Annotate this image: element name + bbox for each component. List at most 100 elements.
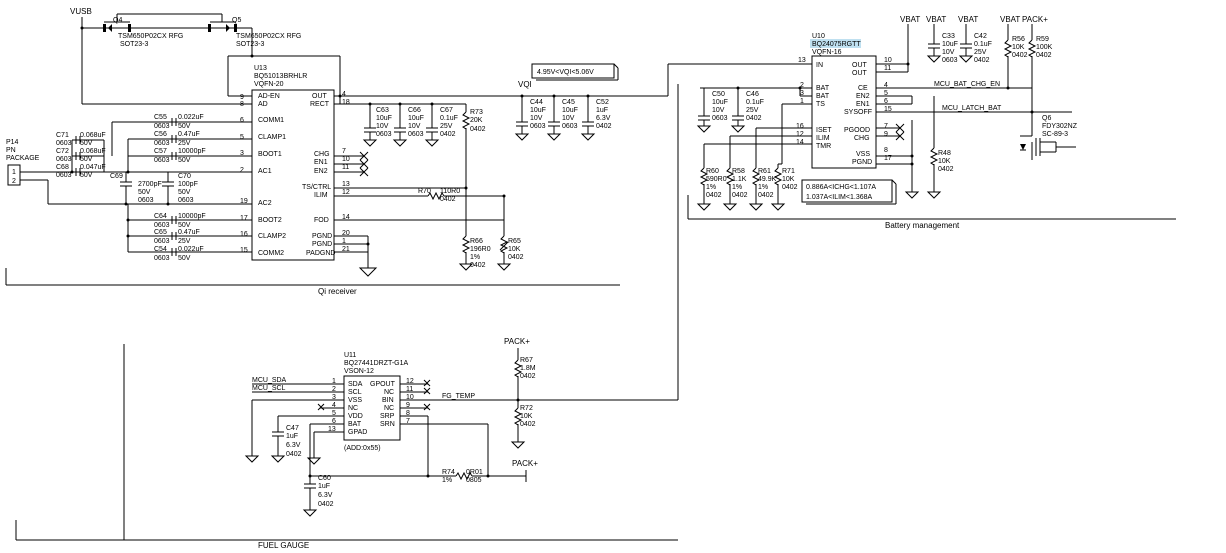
vbat-label-3: VBAT [958, 15, 978, 24]
schematic-label: PGND [312, 241, 332, 248]
schematic-label: 0402 [470, 262, 486, 269]
schematic-label: 10uF [562, 107, 578, 114]
schematic-label: 5 [332, 410, 336, 417]
schematic-label: R48 [938, 150, 951, 157]
schematic-label: R71 [782, 168, 795, 175]
schematic-label: 10V [408, 123, 421, 130]
schematic-label: 10K [1012, 44, 1025, 51]
fuel-gauge-frame: FUEL GAUGE [15, 520, 678, 550]
pack-plus-label-3: PACK+ [512, 459, 538, 468]
schematic-label: C70 [178, 173, 191, 180]
schematic-label: 0402 [470, 126, 486, 133]
schematic-label: SYSOFF [844, 109, 872, 116]
schematic-label: 7 [406, 418, 410, 425]
schematic-label: BIN [382, 397, 394, 404]
schematic-label: C46 [746, 91, 759, 98]
schematic-label: R70 [418, 188, 431, 195]
schematic-label: 0402 [974, 57, 990, 64]
schematic-label: NC [348, 405, 358, 412]
schematic-label: NC [384, 405, 394, 412]
schematic-label: C57 [154, 148, 167, 155]
schematic-label: 10uF [942, 41, 958, 48]
schematic-label: 10V [942, 49, 955, 56]
battery-management-title: Battery management [885, 221, 960, 230]
schematic-label: BAT [816, 93, 830, 100]
q5-pkg: SOT23-3 [236, 41, 265, 48]
schematic-label: 10uF [712, 99, 728, 106]
schematic-label: 0402 [746, 115, 762, 122]
q6-ref: Q6 [1042, 115, 1051, 122]
schematic-label: RECT [310, 101, 330, 108]
schematic-label: EN1 [856, 101, 870, 108]
schematic-label: C60 [318, 475, 331, 482]
q4-transistor: Q4 TSM650P02CX RFG SOT23-3 [102, 14, 183, 48]
schematic-label: C33 [942, 33, 955, 40]
schematic-label: TS [816, 101, 825, 108]
schematic-label: 2700pF [138, 181, 162, 188]
schematic-label: 0402 [1036, 52, 1052, 59]
q5-part: TSM650P02CX RFG [236, 33, 301, 40]
schematic-label: 0.47uF [178, 229, 200, 236]
schematic-label: C64 [154, 213, 167, 220]
vusb-label: VUSB [70, 7, 92, 16]
vbat-label-1: VBAT [900, 15, 920, 24]
schematic-label: 3 [800, 90, 804, 97]
schematic-label: 196R0 [470, 246, 491, 253]
schematic-label: C56 [154, 131, 167, 138]
schematic-label: 6.3V [318, 492, 333, 499]
schematic-label: 2 [800, 82, 804, 89]
mcu-scl-net: MCU_SCL [252, 385, 286, 392]
u13-pkg: VQFN-20 [254, 81, 284, 88]
schematic-label: 8 [406, 410, 410, 417]
schematic-label: 0402 [318, 501, 334, 508]
vbat-label-2: VBAT [926, 15, 946, 24]
schematic-label: 17 [884, 155, 892, 162]
schematic-label: 0.1uF [974, 41, 992, 48]
q4-part: TSM650P02CX RFG [118, 33, 183, 40]
schematic-label: 18 [342, 99, 350, 106]
schematic-label: 0603 [408, 131, 424, 138]
schematic-label: 50V [80, 172, 93, 179]
schematic-label: 0402 [732, 192, 748, 199]
schematic-label: 0402 [520, 421, 536, 428]
schematic-label: 7 [884, 123, 888, 130]
schematic-label: CHG [314, 151, 330, 158]
schematic-label: 0.886A<ICHG<1.107A [806, 184, 876, 191]
schematic-label: 20 [342, 230, 350, 237]
schematic-label: 1uF [318, 483, 330, 490]
schematic-label: R73 [470, 109, 483, 116]
mcu-latch-bat-net: MCU_LATCH_BAT [942, 105, 1002, 112]
schematic-label: 0402 [286, 451, 302, 458]
schematic-label: 0402 [440, 131, 456, 138]
schematic-label: 100pF [178, 181, 198, 188]
schematic-label: 110R0 [440, 188, 460, 195]
schematic-label: R65 [508, 238, 521, 245]
schematic-label: GPOUT [370, 381, 396, 388]
schematic-label: 0603 [562, 123, 578, 130]
u13-part: BQ51013BRHLR [254, 73, 307, 80]
schematic-label: 25V [746, 107, 759, 114]
schematic-label: 0.068uF [80, 148, 106, 155]
q4-pkg: SOT23-3 [120, 41, 149, 48]
schematic-label: 21 [342, 246, 350, 253]
schematic-label: R59 [1036, 36, 1049, 43]
schematic-label: 0805 [466, 477, 482, 484]
schematic-label: 1 [332, 378, 336, 385]
schematic-label: 1.037A<ILIM<1.368A [806, 194, 872, 201]
schematic-label: 0402 [596, 123, 612, 130]
schematic-label: 0.022uF [178, 114, 204, 121]
u10-pkg: VQFN-16 [812, 49, 842, 56]
schematic-label: 0603 [56, 156, 72, 163]
schematic-label: 4 [332, 402, 336, 409]
schematic-label: 50V [178, 157, 191, 164]
schematic-label: FOD [314, 217, 329, 224]
q6-pkg: SC-89-3 [1042, 131, 1068, 138]
schematic-label: 0402 [520, 373, 536, 380]
qi-output-caps: C63 10uF 10V 0603 C66 10uF 10V 0603 C67 … [362, 104, 458, 147]
schematic-label: 10000pF [178, 148, 206, 155]
fuel-gauge-title: FUEL GAUGE [258, 541, 309, 550]
schematic-label: 12 [342, 189, 350, 196]
schematic-label: 5 [240, 134, 244, 141]
schematic-label: IN [816, 62, 823, 69]
